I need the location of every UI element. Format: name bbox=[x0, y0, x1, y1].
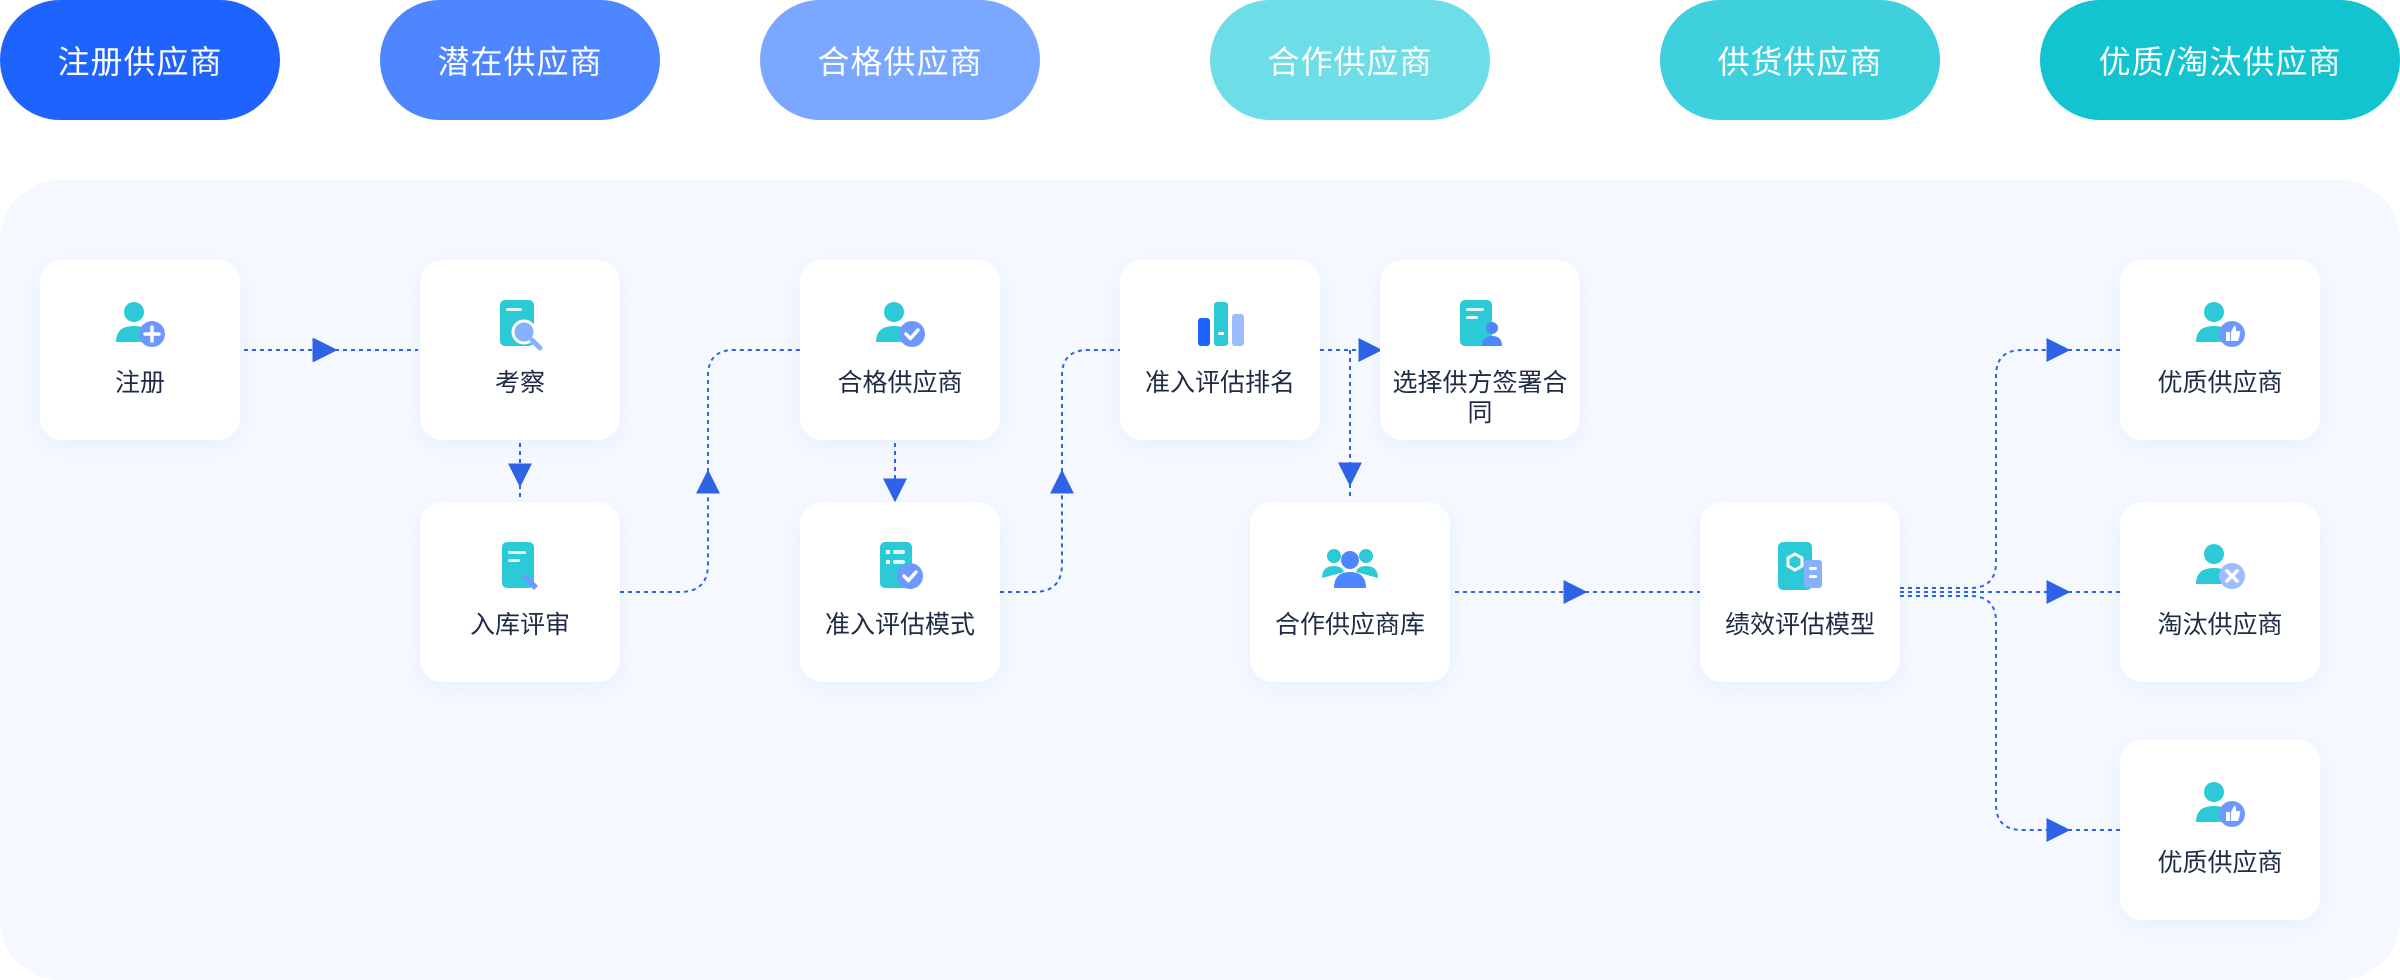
node-label: 优质供应商 bbox=[2157, 848, 2283, 877]
document-pen-icon bbox=[502, 542, 538, 590]
bar-chart-icon bbox=[1198, 302, 1244, 346]
node-label: 淘汰供应商 bbox=[2157, 610, 2283, 639]
stage-label: 合格供应商 bbox=[817, 43, 983, 81]
stage-label: 供货供应商 bbox=[1717, 43, 1883, 81]
node-qualified: 合格供应商 bbox=[800, 260, 1000, 440]
node-label: 优质供应商 bbox=[2157, 368, 2283, 397]
stage-label: 注册供应商 bbox=[57, 43, 223, 81]
checklist-icon bbox=[880, 542, 923, 589]
user-group-icon bbox=[1322, 549, 1378, 588]
node-quality-1: 优质供应商 bbox=[2120, 260, 2320, 440]
node-label: 注册 bbox=[114, 368, 165, 397]
stage-quality-eliminated: 优质/淘汰供应商 bbox=[2040, 0, 2400, 120]
node-review: 入库评审 bbox=[420, 502, 620, 682]
node-label: 合格供应商 bbox=[837, 368, 963, 397]
node-label: 合作供应商库 bbox=[1274, 610, 1425, 639]
stage-cooperation: 合作供应商 bbox=[1210, 0, 1490, 120]
node-ranking: 准入评估排名 bbox=[1120, 260, 1320, 440]
node-label: 绩效评估模型 bbox=[1724, 610, 1875, 639]
node-label: 入库评审 bbox=[469, 610, 570, 639]
node-register: 注册 bbox=[40, 260, 240, 440]
stage-supply: 供货供应商 bbox=[1660, 0, 1940, 120]
node-label: 考察 bbox=[494, 368, 545, 397]
stage-label: 优质/淘汰供应商 bbox=[2098, 43, 2342, 81]
node-contract: 选择供方签署合同 bbox=[1380, 260, 1580, 440]
stage-qualified: 合格供应商 bbox=[760, 0, 1040, 120]
model-card-icon bbox=[1778, 542, 1822, 590]
node-label: 选择供方签署合同 bbox=[1392, 368, 1568, 427]
node-quality-2: 优质供应商 bbox=[2120, 740, 2320, 920]
user-thumb-icon bbox=[2196, 782, 2245, 827]
node-label: 准入评估排名 bbox=[1144, 368, 1295, 397]
node-inspect: 考察 bbox=[420, 260, 620, 440]
contract-user-icon bbox=[1460, 300, 1502, 346]
stage-label: 潜在供应商 bbox=[437, 43, 603, 81]
stage-register: 注册供应商 bbox=[0, 0, 280, 120]
stage-potential: 潜在供应商 bbox=[380, 0, 660, 120]
node-eliminated: 淘汰供应商 bbox=[2120, 502, 2320, 682]
node-library: 合作供应商库 bbox=[1250, 502, 1450, 682]
document-search-icon bbox=[500, 300, 543, 351]
node-label: 准入评估模式 bbox=[824, 610, 975, 639]
user-thumb-icon bbox=[2196, 302, 2245, 347]
node-performance: 绩效评估模型 bbox=[1700, 502, 1900, 682]
user-remove-icon bbox=[2196, 544, 2245, 589]
node-eval-mode: 准入评估模式 bbox=[800, 502, 1000, 682]
stage-label: 合作供应商 bbox=[1267, 43, 1433, 81]
user-add-icon bbox=[116, 302, 165, 347]
user-check-icon bbox=[876, 302, 925, 347]
